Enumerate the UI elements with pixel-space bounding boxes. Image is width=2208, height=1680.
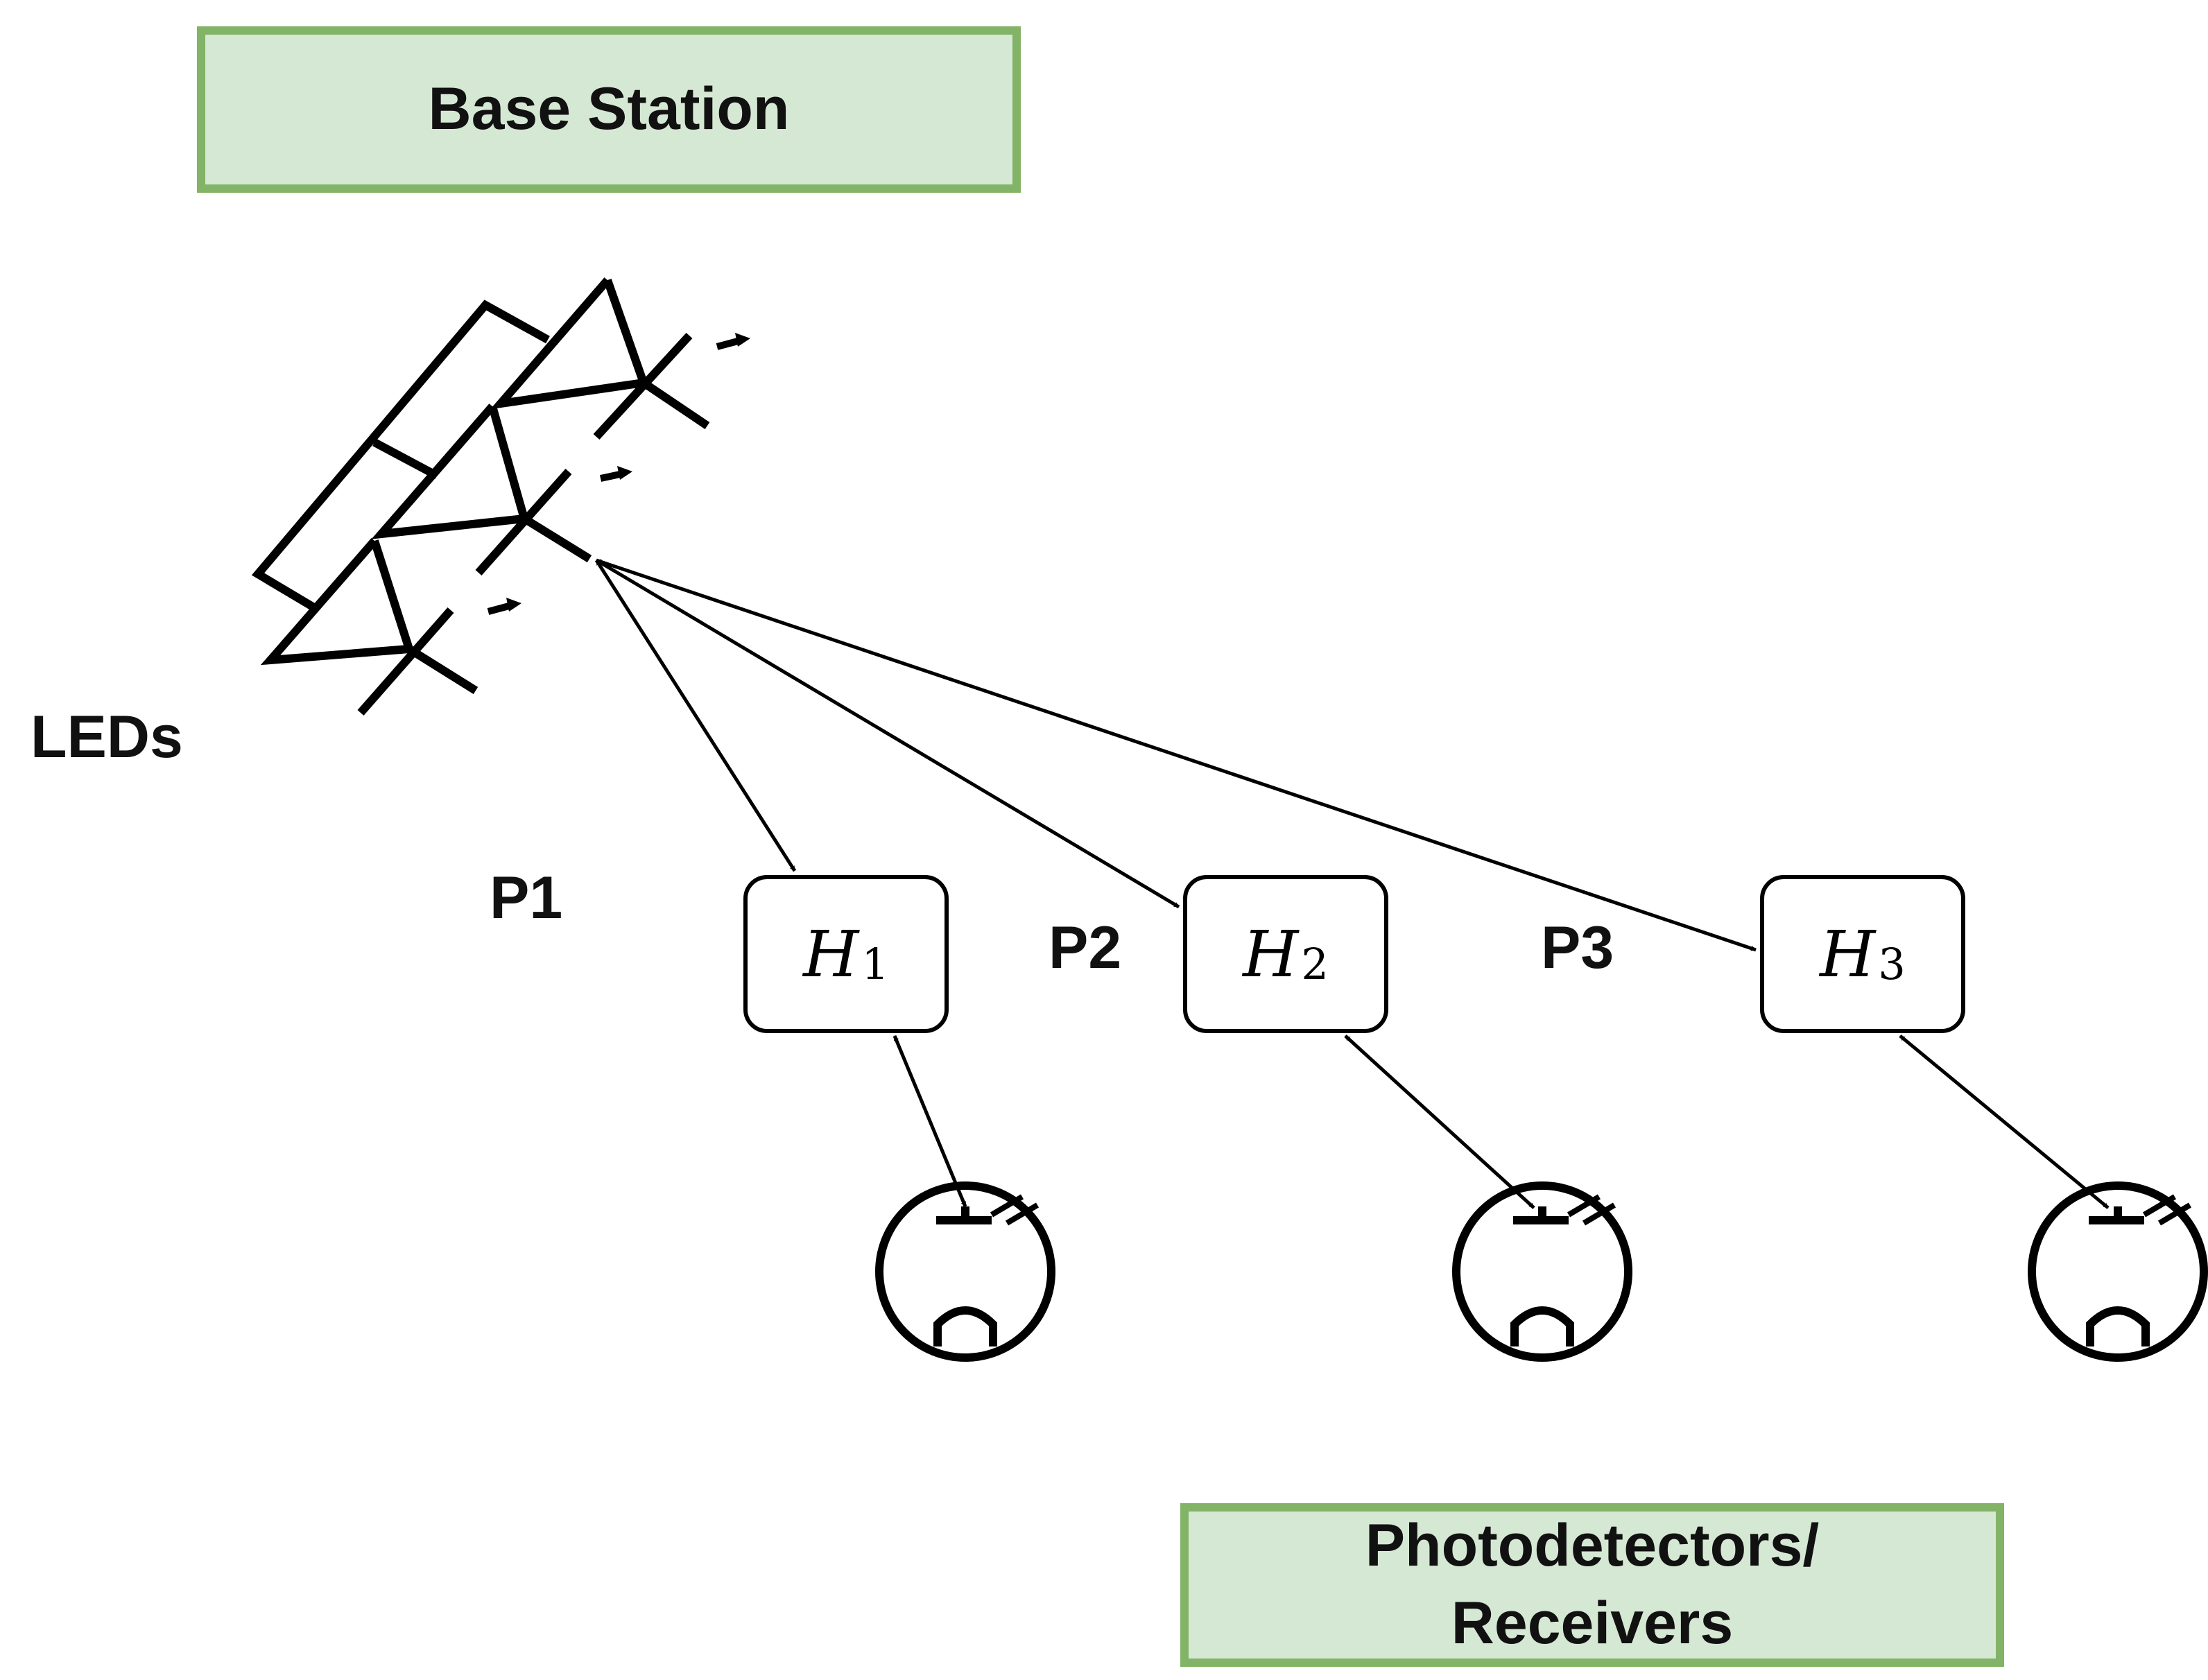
photodetector-1-icon [875, 1181, 1055, 1362]
path-label-p2: P2 [1049, 915, 1122, 981]
led-array-icon [251, 277, 739, 716]
path-label-p3: P3 [1541, 915, 1614, 981]
path-p3-arrow [596, 558, 1757, 952]
path-label-p1: P1 [490, 865, 563, 931]
h3-receiver-arrow [1899, 1034, 2110, 1209]
photodetector-2-icon [1452, 1181, 1632, 1362]
h1-receiver-arrow [892, 1035, 967, 1207]
path-p1-arrow [594, 559, 797, 872]
led-emission-arrowheads [506, 333, 750, 612]
channel-h2-symbol: H [1243, 917, 1299, 991]
receivers-label-line2: Receivers [1451, 1590, 1734, 1656]
photodetector-3-icon [2028, 1181, 2208, 1362]
base-station-label: Base Station [428, 76, 790, 143]
receivers-box: Photodetectors/ Receivers [1180, 1503, 2004, 1667]
channel-h1-index: 1 [861, 938, 889, 989]
receivers-label-line1: Photodetectors/ [1365, 1512, 1820, 1579]
channel-h1-symbol: H [803, 917, 859, 991]
channel-h3-index: 3 [1878, 938, 1906, 989]
path-p2-arrow [595, 558, 1180, 909]
channel-h3-symbol: H [1820, 917, 1876, 991]
base-station-box: Base Station [197, 26, 1021, 193]
channel-h2-index: 2 [1301, 938, 1329, 989]
h2-receiver-arrow [1344, 1034, 1535, 1209]
leds-label: LEDs [31, 704, 183, 770]
